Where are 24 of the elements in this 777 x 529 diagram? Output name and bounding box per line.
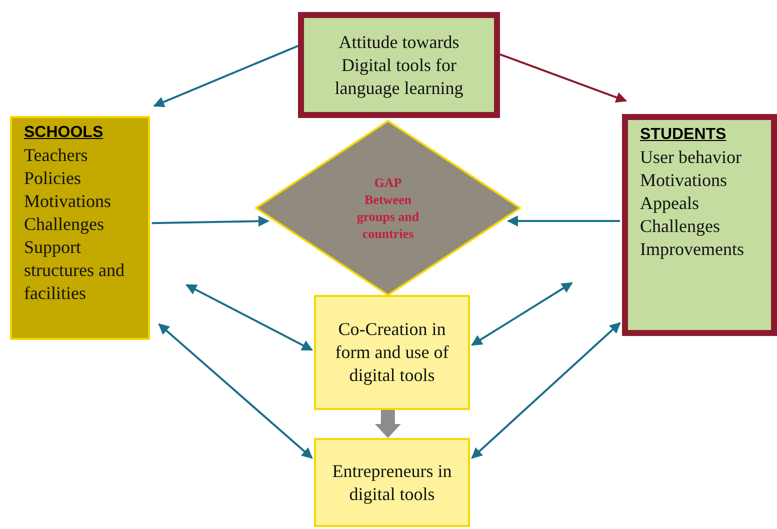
arrow bbox=[500, 53, 628, 103]
diamond-text: Between groups and countries bbox=[356, 191, 420, 242]
process-box bbox=[314, 295, 470, 410]
arrow bbox=[152, 216, 270, 227]
box-text: User behavior Motivations Appeals Challenges Improvements bbox=[640, 146, 745, 261]
box-text: Co-Creation in form and use of digital tools bbox=[334, 318, 450, 387]
arrow bbox=[374, 410, 401, 438]
box-text: Entrepreneurs in digital tools bbox=[331, 460, 453, 506]
arrow bbox=[471, 322, 621, 459]
process-box bbox=[314, 438, 470, 527]
arrow bbox=[186, 284, 313, 351]
category-box bbox=[10, 116, 150, 340]
arrow bbox=[471, 282, 573, 346]
box-heading: STUDENTS bbox=[640, 125, 728, 145]
arrow bbox=[153, 44, 298, 108]
box-heading: SCHOOLS bbox=[24, 123, 104, 143]
box-text: Teachers Policies Motivations Challenges Support structures and facilities bbox=[24, 144, 126, 305]
process-box bbox=[298, 12, 500, 118]
box-text: Attitude towards Digital tools for language learning bbox=[334, 30, 464, 100]
diamond-title: GAP bbox=[373, 174, 403, 191]
decision-diamond bbox=[255, 120, 521, 296]
arrow bbox=[506, 216, 620, 226]
category-box bbox=[622, 114, 777, 336]
arrow bbox=[158, 323, 313, 459]
